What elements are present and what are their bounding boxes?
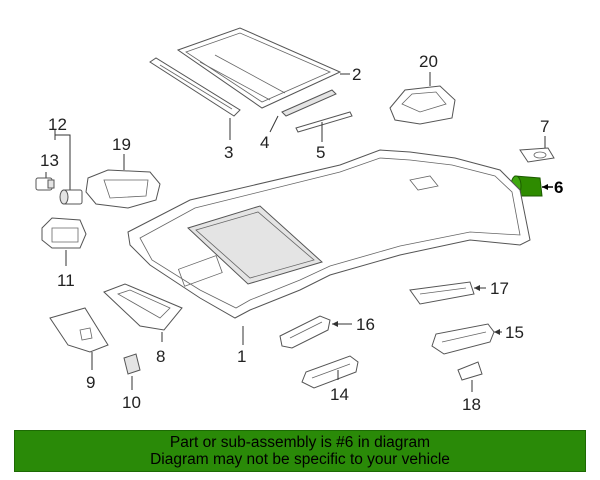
- part-5-rail: 5: [295, 111, 353, 162]
- part-15-handle: 15: [431, 323, 524, 355]
- part-3-strip: 3: [149, 57, 241, 162]
- part-10-plug: 10: [122, 353, 141, 412]
- parts-diagram: 2 3 4 5 20 7 6: [35, 27, 563, 414]
- callout-20: 20: [419, 52, 438, 71]
- part-4-rail: 4: [260, 89, 337, 152]
- info-banner: Part or sub-assembly is #6 in diagram Di…: [14, 430, 586, 472]
- callout-7: 7: [540, 117, 549, 136]
- callout-13: 13: [40, 151, 59, 170]
- part-1-headliner: 1: [127, 149, 531, 366]
- part-12-13-clips: 12 13: [35, 115, 83, 205]
- banner-line-1: Part or sub-assembly is #6 in diagram: [169, 434, 431, 451]
- part-7-clip: 7: [519, 117, 555, 163]
- part-16-handle: 16: [279, 315, 375, 349]
- callout-12: 12: [48, 115, 67, 134]
- part-20-bracket: 20: [389, 52, 456, 125]
- callout-3: 3: [224, 143, 233, 162]
- callout-15: 15: [505, 323, 524, 342]
- callout-18: 18: [462, 395, 481, 414]
- callout-17: 17: [490, 279, 509, 298]
- callout-6: 6: [554, 178, 563, 197]
- callout-16: 16: [356, 315, 375, 334]
- callout-2: 2: [352, 65, 361, 84]
- part-8-visor-mirror: 8: [103, 283, 183, 366]
- part-17-trim: 17: [409, 279, 509, 305]
- part-19-console: 19: [85, 135, 161, 209]
- part-11-lamp: 11: [41, 217, 87, 290]
- callout-5: 5: [316, 143, 325, 162]
- callout-1: 1: [237, 347, 246, 366]
- part-18-cover: 18: [457, 361, 483, 414]
- callout-14: 14: [330, 385, 349, 404]
- part-9-visor: 9: [49, 307, 109, 392]
- callout-8: 8: [156, 347, 165, 366]
- callout-9: 9: [86, 373, 95, 392]
- callout-11: 11: [57, 271, 75, 290]
- part-14-handle: 14: [301, 355, 359, 404]
- banner-line-2: Diagram may not be specific to your vehi…: [150, 451, 450, 468]
- callout-10: 10: [122, 393, 141, 412]
- callout-4: 4: [260, 133, 269, 152]
- callout-19: 19: [112, 135, 131, 154]
- part-2-sunroof-panel: 2: [176, 27, 361, 109]
